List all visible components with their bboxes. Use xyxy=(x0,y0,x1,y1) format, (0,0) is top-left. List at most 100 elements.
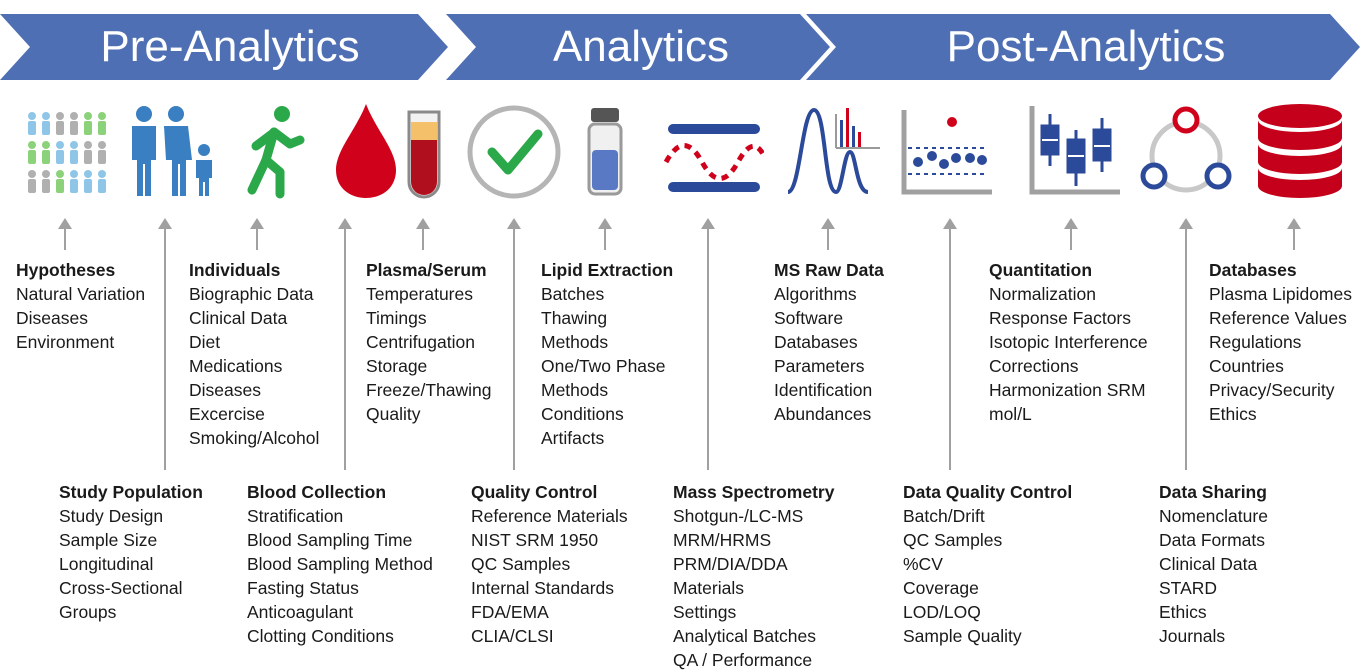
list-item: Batch/Drift xyxy=(903,506,985,526)
list-item: QC Samples xyxy=(903,530,1003,550)
arrow-data-sharing xyxy=(1179,218,1193,470)
list-item: Materials xyxy=(673,578,744,598)
list-item: Parameters xyxy=(774,356,865,376)
block-ms-raw-data: MS Raw Data Algorithms Software Database… xyxy=(774,258,884,426)
list-item: Smoking/Alcohol xyxy=(189,428,320,448)
list-item: LOD/LOQ xyxy=(903,602,981,622)
block-title: Mass Spectrometry xyxy=(673,482,835,502)
list-item: Diseases xyxy=(16,308,88,328)
block-title: MS Raw Data xyxy=(774,260,884,280)
post-analytics-chevron xyxy=(806,14,1360,80)
list-item: Thawing xyxy=(541,308,608,328)
list-item: Environment xyxy=(16,332,115,352)
list-item: Ethics xyxy=(1159,602,1207,622)
block-title: Data Quality Control xyxy=(903,482,1073,502)
block-individuals: Individuals Biographic Data Clinical Dat… xyxy=(189,258,319,450)
list-item: Sample Quality xyxy=(903,626,1022,646)
blood-tube-icon xyxy=(407,110,441,199)
list-item: Diseases xyxy=(189,380,261,400)
list-item: Software xyxy=(774,308,844,328)
arrow-databases xyxy=(1287,218,1301,250)
block-title: Lipid Extraction xyxy=(541,260,674,280)
list-item: Regulations xyxy=(1209,332,1302,352)
list-item: FDA/EMA xyxy=(471,602,549,622)
qc-scatter-icon xyxy=(901,110,992,195)
list-item: Groups xyxy=(59,602,117,622)
list-item: Ethics xyxy=(1209,404,1257,424)
spectrum-icon xyxy=(786,107,880,195)
list-item: Harmonization SRM xyxy=(989,380,1146,400)
list-item: Anticoagulant xyxy=(247,602,354,622)
block-databases: Databases Plasma Lipidomes Reference Val… xyxy=(1209,258,1352,426)
list-item: Corrections xyxy=(989,356,1079,376)
running-person-icon xyxy=(247,106,305,199)
list-item: Blood Sampling Time xyxy=(247,530,413,550)
block-data-sharing: Data Sharing Nomenclature Data Formats C… xyxy=(1159,480,1268,648)
blood-drop-icon xyxy=(336,104,396,198)
list-item: Storage xyxy=(366,356,428,376)
arrow-ms-raw-data xyxy=(821,218,835,250)
block-data-quality-control: Data Quality Control Batch/Drift QC Samp… xyxy=(903,480,1072,648)
list-item: NIST SRM 1950 xyxy=(471,530,599,550)
boxplot-icon xyxy=(1029,106,1120,195)
phase-label-pre-analytics: Pre-Analytics xyxy=(100,22,360,71)
arrow-plasma-serum xyxy=(416,218,430,250)
list-item: Countries xyxy=(1209,356,1284,376)
list-item: Biographic Data xyxy=(189,284,314,304)
block-title: Individuals xyxy=(189,260,281,280)
block-title: Databases xyxy=(1209,260,1297,280)
analytics-chevron xyxy=(446,14,830,80)
list-item: QA / Performance xyxy=(673,650,813,670)
list-item: Sample Size xyxy=(59,530,158,550)
list-item: Coverage xyxy=(903,578,979,598)
list-item: Data Formats xyxy=(1159,530,1265,550)
sharing-network-icon xyxy=(1140,106,1232,193)
block-title: Plasma/Serum xyxy=(366,260,487,280)
vial-icon xyxy=(587,108,623,196)
block-lipid-extraction: Lipid Extraction Batches Thawing Methods… xyxy=(541,258,673,450)
database-icon xyxy=(1258,104,1342,198)
list-item: PRM/DIA/DDA xyxy=(673,554,788,574)
block-title: Quality Control xyxy=(471,482,598,502)
list-item: Clinical Data xyxy=(189,308,288,328)
list-item: MRM/HRMS xyxy=(673,530,772,550)
list-item: Isotopic Interference xyxy=(989,332,1148,352)
phase-banner xyxy=(0,14,1360,80)
list-item: Response Factors xyxy=(989,308,1132,328)
list-item: Centrifugation xyxy=(366,332,475,352)
list-item: Algorithms xyxy=(774,284,857,304)
list-item: One/Two Phase xyxy=(541,356,666,376)
list-item: STARD xyxy=(1159,578,1218,598)
list-item: Blood Sampling Method xyxy=(247,554,433,574)
list-item: Settings xyxy=(673,602,737,622)
block-mass-spectrometry: Mass Spectrometry Shotgun-/LC-MS MRM/HRM… xyxy=(673,480,834,672)
arrow-blood-collection xyxy=(338,218,352,470)
list-item: Identification xyxy=(774,380,873,400)
arrow-study-population xyxy=(158,218,172,470)
list-item: Clotting Conditions xyxy=(247,626,394,646)
list-item: Timings xyxy=(366,308,427,328)
list-item: Methods xyxy=(541,380,609,400)
list-item: Conditions xyxy=(541,404,624,424)
block-title: Study Population xyxy=(59,482,203,502)
block-title: Hypotheses xyxy=(16,260,116,280)
list-item: Abundances xyxy=(774,404,872,424)
arrow-lipid-extraction xyxy=(598,218,612,250)
list-item: Databases xyxy=(774,332,858,352)
list-item: Study Design xyxy=(59,506,164,526)
block-plasma-serum: Plasma/Serum Temperatures Timings Centri… xyxy=(366,258,491,426)
arrow-quality-control xyxy=(507,218,521,470)
block-blood-collection: Blood Collection Stratification Blood Sa… xyxy=(247,480,433,648)
arrow-data-quality-control xyxy=(943,218,957,470)
list-item: Cross-Sectional xyxy=(59,578,183,598)
list-item: Analytical Batches xyxy=(673,626,816,646)
phase-label-analytics: Analytics xyxy=(552,22,730,71)
list-item: Freeze/Thawing xyxy=(366,380,492,400)
block-title: Quantitation xyxy=(989,260,1093,280)
arrow-quantitation xyxy=(1064,218,1078,250)
list-item: Natural Variation xyxy=(16,284,146,304)
list-item: Privacy/Security xyxy=(1209,380,1335,400)
list-item: CLIA/CLSI xyxy=(471,626,554,646)
block-study-population: Study Population Study Design Sample Siz… xyxy=(59,480,203,624)
list-item: Quality xyxy=(366,404,421,424)
